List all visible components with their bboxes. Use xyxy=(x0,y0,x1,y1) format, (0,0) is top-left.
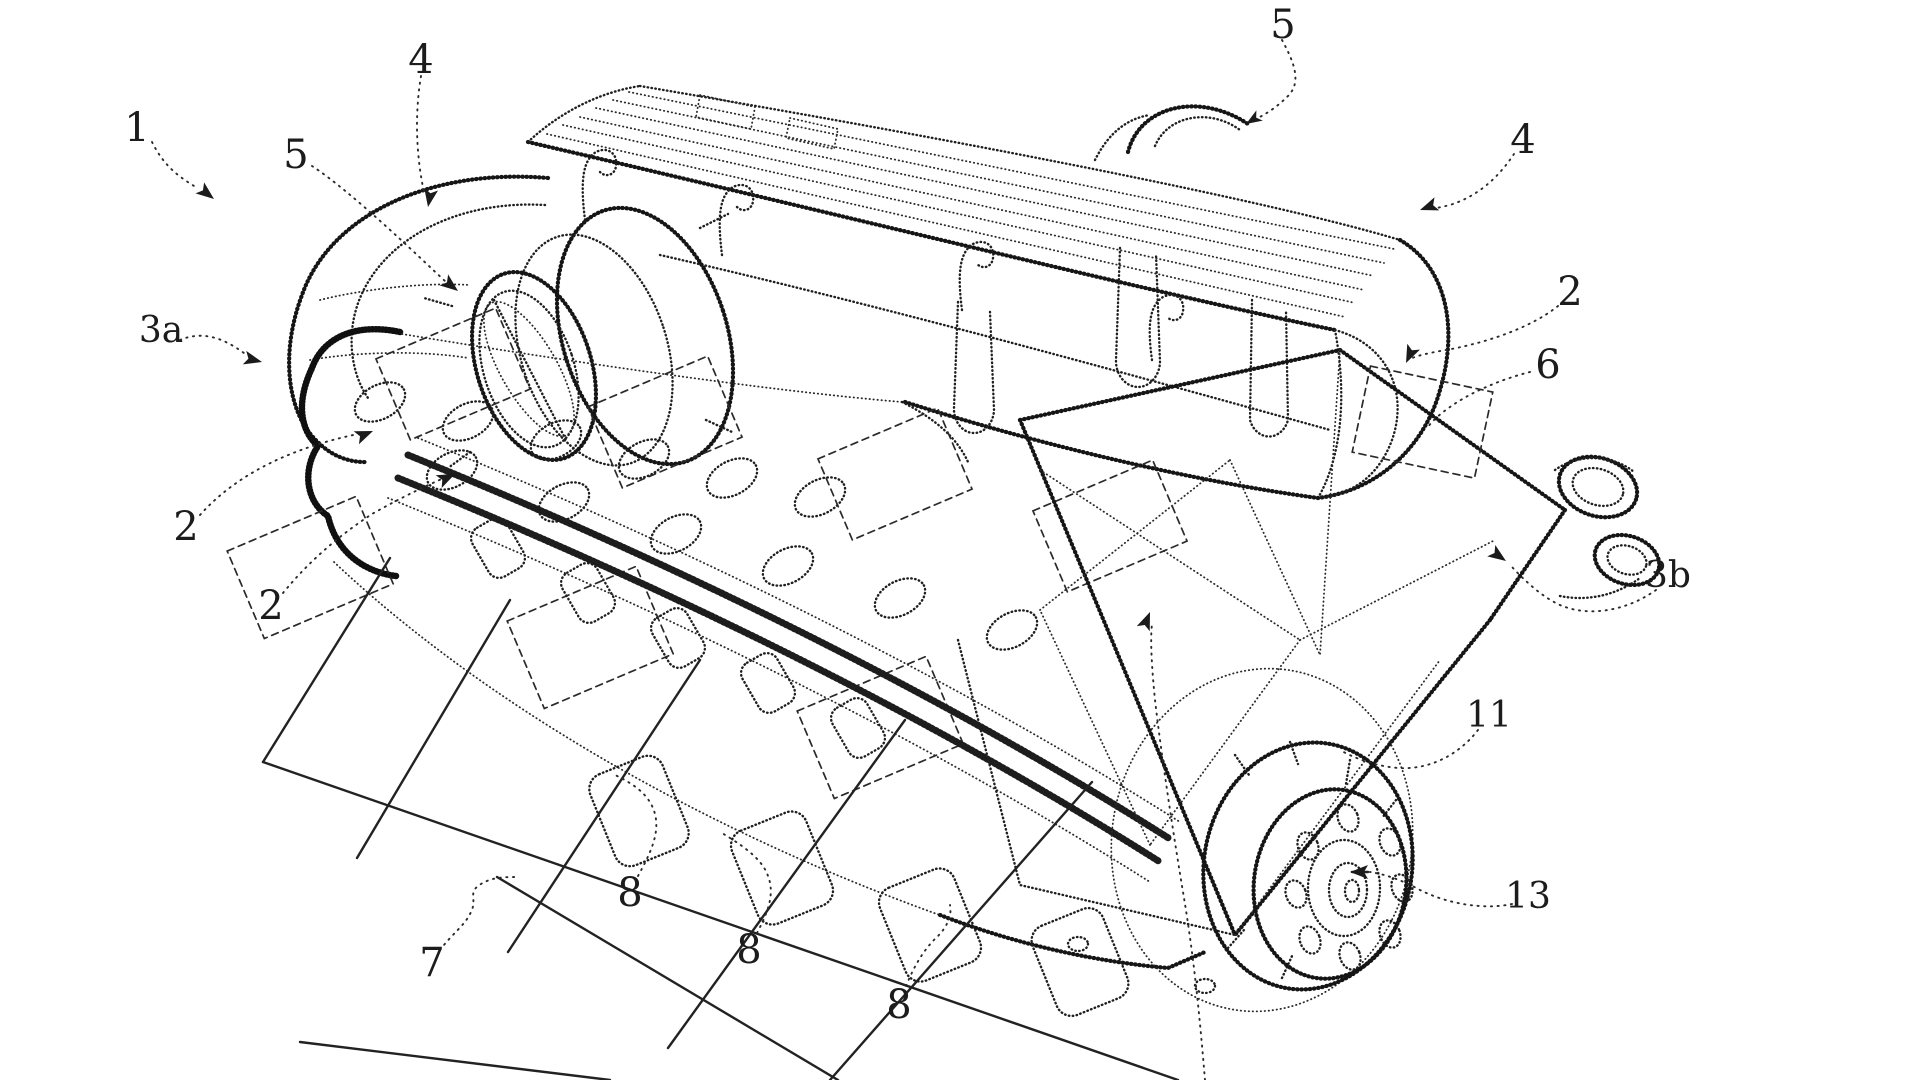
hook-bracket xyxy=(1148,293,1185,362)
plenum-front-lower-edge xyxy=(902,399,1321,501)
tappet-pads xyxy=(226,306,1189,800)
ref-numeral: 13 xyxy=(1505,876,1551,917)
stud xyxy=(704,418,734,434)
hub-center xyxy=(1343,878,1361,904)
drive-disc xyxy=(1251,787,1409,981)
leader-ref-13 xyxy=(1369,871,1513,908)
flywheel-assembly xyxy=(1110,667,1415,1013)
cylinder-head-bank xyxy=(226,306,1189,919)
plenum-front-groove xyxy=(1114,246,1162,389)
port-ovals-upper xyxy=(353,381,847,518)
ref-numeral: 8 xyxy=(736,927,762,973)
hub-outer xyxy=(1306,838,1382,938)
leader-ref-5-right xyxy=(1253,39,1297,121)
v-ridge-edge xyxy=(1017,417,1238,938)
arrowhead xyxy=(353,431,373,445)
hub-inner xyxy=(1327,861,1369,919)
arrowhead xyxy=(1406,343,1420,363)
leader-ref-2-right xyxy=(1409,305,1559,360)
ref-numeral: 4 xyxy=(1510,117,1536,163)
plenum-front-groove xyxy=(1248,298,1290,438)
ref-numeral: 4 xyxy=(408,37,434,83)
ref-numeral: 3b xyxy=(1645,555,1691,596)
arrowhead xyxy=(1420,197,1440,211)
plenum-end-cap xyxy=(1315,237,1451,501)
arrowhead xyxy=(435,474,455,488)
oil-pan xyxy=(588,754,1217,1018)
plenum-top-far-edge xyxy=(638,84,1402,242)
leader-ref-3b xyxy=(1511,566,1657,613)
hook-bracket xyxy=(581,148,618,222)
ref-numeral: 5 xyxy=(1270,2,1296,48)
leader-ref-4-right xyxy=(1431,153,1515,210)
arrowhead xyxy=(242,350,262,365)
head-left-scallop xyxy=(298,325,404,580)
ref-numeral: 8 xyxy=(886,982,912,1028)
leader-ref-7 xyxy=(439,876,519,951)
ref-numeral: 11 xyxy=(1466,695,1512,736)
ref-numeral: 2 xyxy=(1557,269,1583,315)
arrowhead xyxy=(1246,110,1263,124)
leader-cutoff-bottom xyxy=(1150,623,1206,1080)
arrowhead xyxy=(1136,612,1150,632)
ref-numeral: 3a xyxy=(138,310,184,351)
throttle-body xyxy=(422,205,736,470)
truss-lower-right-edge xyxy=(1232,617,1493,938)
pan-bottom-edge xyxy=(937,912,1208,971)
callout-leaders xyxy=(151,39,1657,1080)
rail-hatch xyxy=(404,451,1174,843)
leader-ref-5-left xyxy=(311,165,447,283)
hook-bracket xyxy=(958,240,995,312)
lattice-baseline xyxy=(261,760,1180,1080)
ref-numeral: 5 xyxy=(283,132,309,178)
leader-lattice xyxy=(261,556,1180,1080)
truss-top-edge xyxy=(1017,347,1568,513)
plenum-left-corner xyxy=(526,84,642,144)
stud xyxy=(446,450,472,470)
leader-ref-8c xyxy=(905,904,952,987)
arrowhead xyxy=(439,274,458,291)
plenum-top-ridge xyxy=(525,139,1338,333)
bell-housing-rim xyxy=(1110,667,1414,1013)
ref-numeral: 6 xyxy=(1535,342,1561,388)
filler-dome xyxy=(1125,104,1251,155)
throttle-mid-rim xyxy=(514,233,674,467)
bolt-holes xyxy=(1284,803,1414,971)
leader-ref-4-left xyxy=(416,75,425,193)
arrowhead xyxy=(424,188,439,207)
arrowhead xyxy=(1487,544,1506,561)
injectors xyxy=(469,516,887,760)
truss-right-edge xyxy=(1487,507,1568,623)
throttle-front-rim xyxy=(469,269,599,463)
hook-bracket xyxy=(718,183,755,257)
intake-elbow xyxy=(287,174,551,465)
leader-ref-11 xyxy=(1339,729,1479,770)
ref-numeral: 2 xyxy=(173,504,199,550)
leader-ref-3a xyxy=(179,334,249,357)
stud xyxy=(422,296,454,308)
arrowhead xyxy=(195,182,214,199)
arrowhead xyxy=(1350,865,1368,879)
throttle-shaft xyxy=(492,298,568,442)
stud xyxy=(698,212,730,230)
intake-plenum xyxy=(525,84,1451,501)
butterfly-valve xyxy=(483,300,575,438)
leader-ref-2-left-lower xyxy=(282,477,445,594)
leader-ref-8b xyxy=(721,832,772,934)
throttle-bore xyxy=(478,289,580,449)
ref-numeral: 7 xyxy=(419,940,445,986)
leader-ref-2-left-upper xyxy=(199,433,359,516)
ref-numeral: 2 xyxy=(258,583,284,629)
ref-numeral: 8 xyxy=(617,870,643,916)
leader-ref-1 xyxy=(151,141,195,187)
leader-ref-6 xyxy=(1427,371,1531,428)
plenum-front-groove xyxy=(952,300,996,435)
port-ovals-lower xyxy=(425,449,1039,651)
fuel-rail-valley xyxy=(387,437,1181,883)
crankcase-truss-side xyxy=(956,347,1662,938)
ref-numeral: 1 xyxy=(124,105,150,151)
leader-ref-8a xyxy=(614,774,658,877)
rail-hatch xyxy=(394,474,1164,866)
